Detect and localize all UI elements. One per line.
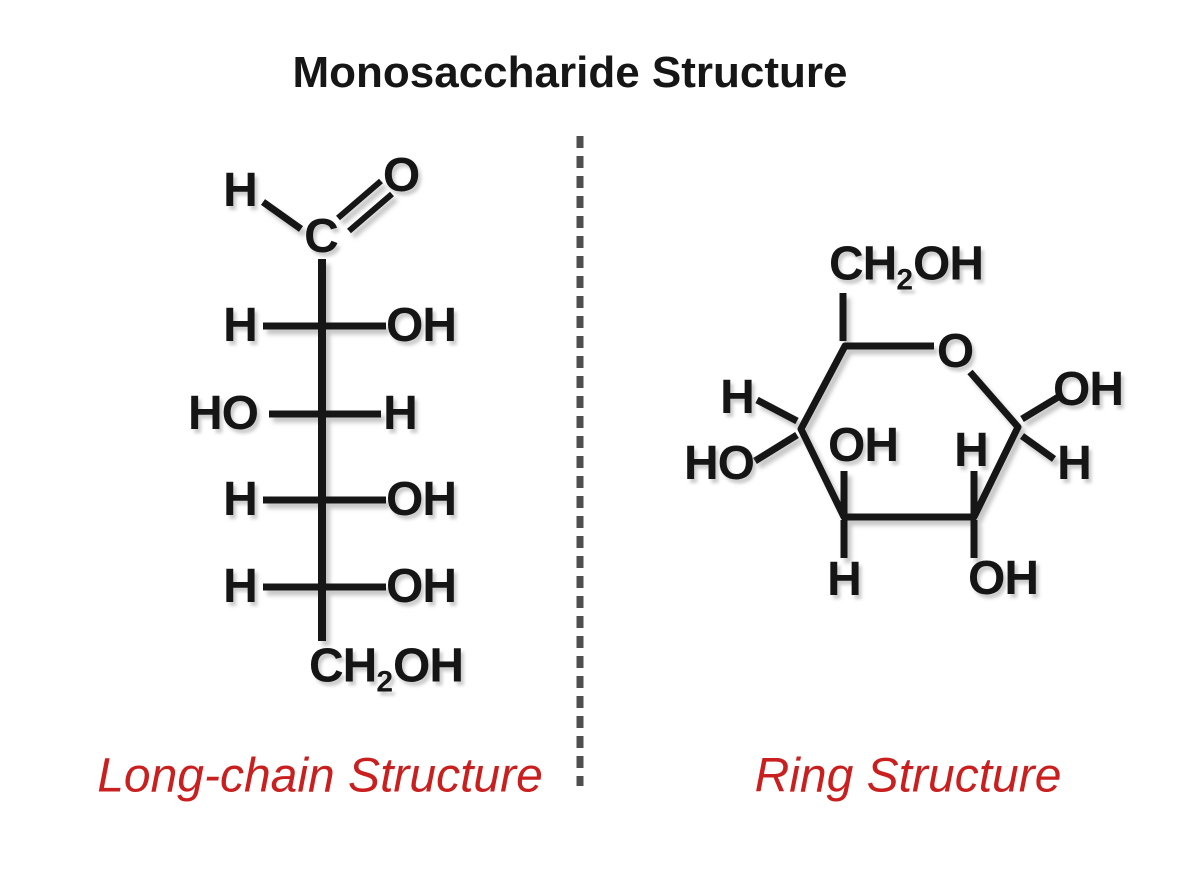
ring-c3-h-down-label: H bbox=[827, 553, 862, 606]
ring-oxygen-label: O bbox=[936, 325, 974, 378]
fischer-aldehyde-c-label: C bbox=[304, 210, 339, 263]
ring-ch2oh-oh: OH bbox=[913, 237, 984, 291]
bond-c4-ho bbox=[753, 432, 799, 464]
fischer-aldehyde-o-label: O bbox=[382, 149, 420, 202]
fischer-row4-right-label: OH bbox=[386, 560, 457, 613]
bond-c-o-double-2 bbox=[347, 191, 394, 234]
fischer-row4-left-label: H bbox=[223, 560, 258, 613]
fischer-row1-right-label: OH bbox=[386, 299, 457, 352]
ring-c3-oh-up-label: OH bbox=[828, 419, 899, 472]
ring-c1-h-label: H bbox=[1057, 437, 1092, 490]
bond-aldehyde-h-c bbox=[260, 199, 304, 232]
fischer-ch2oh-subscript: 2 bbox=[376, 665, 394, 699]
bond-c1-oh bbox=[1020, 393, 1062, 422]
fischer-row3-right-label: OH bbox=[386, 473, 457, 526]
ring-caption: Ring Structure bbox=[754, 749, 1062, 803]
fischer-ch2oh-label: CH2OH bbox=[308, 639, 464, 699]
bond-c4-h bbox=[755, 396, 799, 425]
bond-c1-h bbox=[1019, 433, 1057, 462]
fischer-row3-left-label: H bbox=[223, 473, 258, 526]
ring-c2-h-up-label: H bbox=[954, 424, 989, 477]
fischer-row1-left-label: H bbox=[223, 299, 258, 352]
long-chain-caption: Long-chain Structure bbox=[97, 749, 543, 803]
fischer-aldehyde-h-label: H bbox=[223, 164, 258, 217]
ring-c4-h-label: H bbox=[720, 371, 755, 424]
fischer-ch2oh-oh: OH bbox=[393, 639, 464, 693]
fischer-row2-right-label: H bbox=[383, 387, 418, 440]
fischer-row2-left-label: HO bbox=[188, 387, 259, 440]
ring-ch2oh-subscript: 2 bbox=[896, 263, 914, 297]
ring-c2-oh-down-label: OH bbox=[968, 552, 1039, 605]
ring-ch2oh-ch: CH bbox=[828, 237, 897, 291]
ring-c4-ho-label: HO bbox=[684, 437, 755, 490]
pyranose-ring-path bbox=[797, 342, 1022, 521]
diagram-title: Monosaccharide Structure bbox=[292, 48, 848, 97]
fischer-ch2oh-ch: CH bbox=[308, 639, 377, 693]
bond-c-o-double-1 bbox=[336, 178, 383, 221]
ring-ch2oh-label: CH2OH bbox=[828, 237, 984, 297]
ring-c1-oh-label: OH bbox=[1053, 363, 1124, 416]
